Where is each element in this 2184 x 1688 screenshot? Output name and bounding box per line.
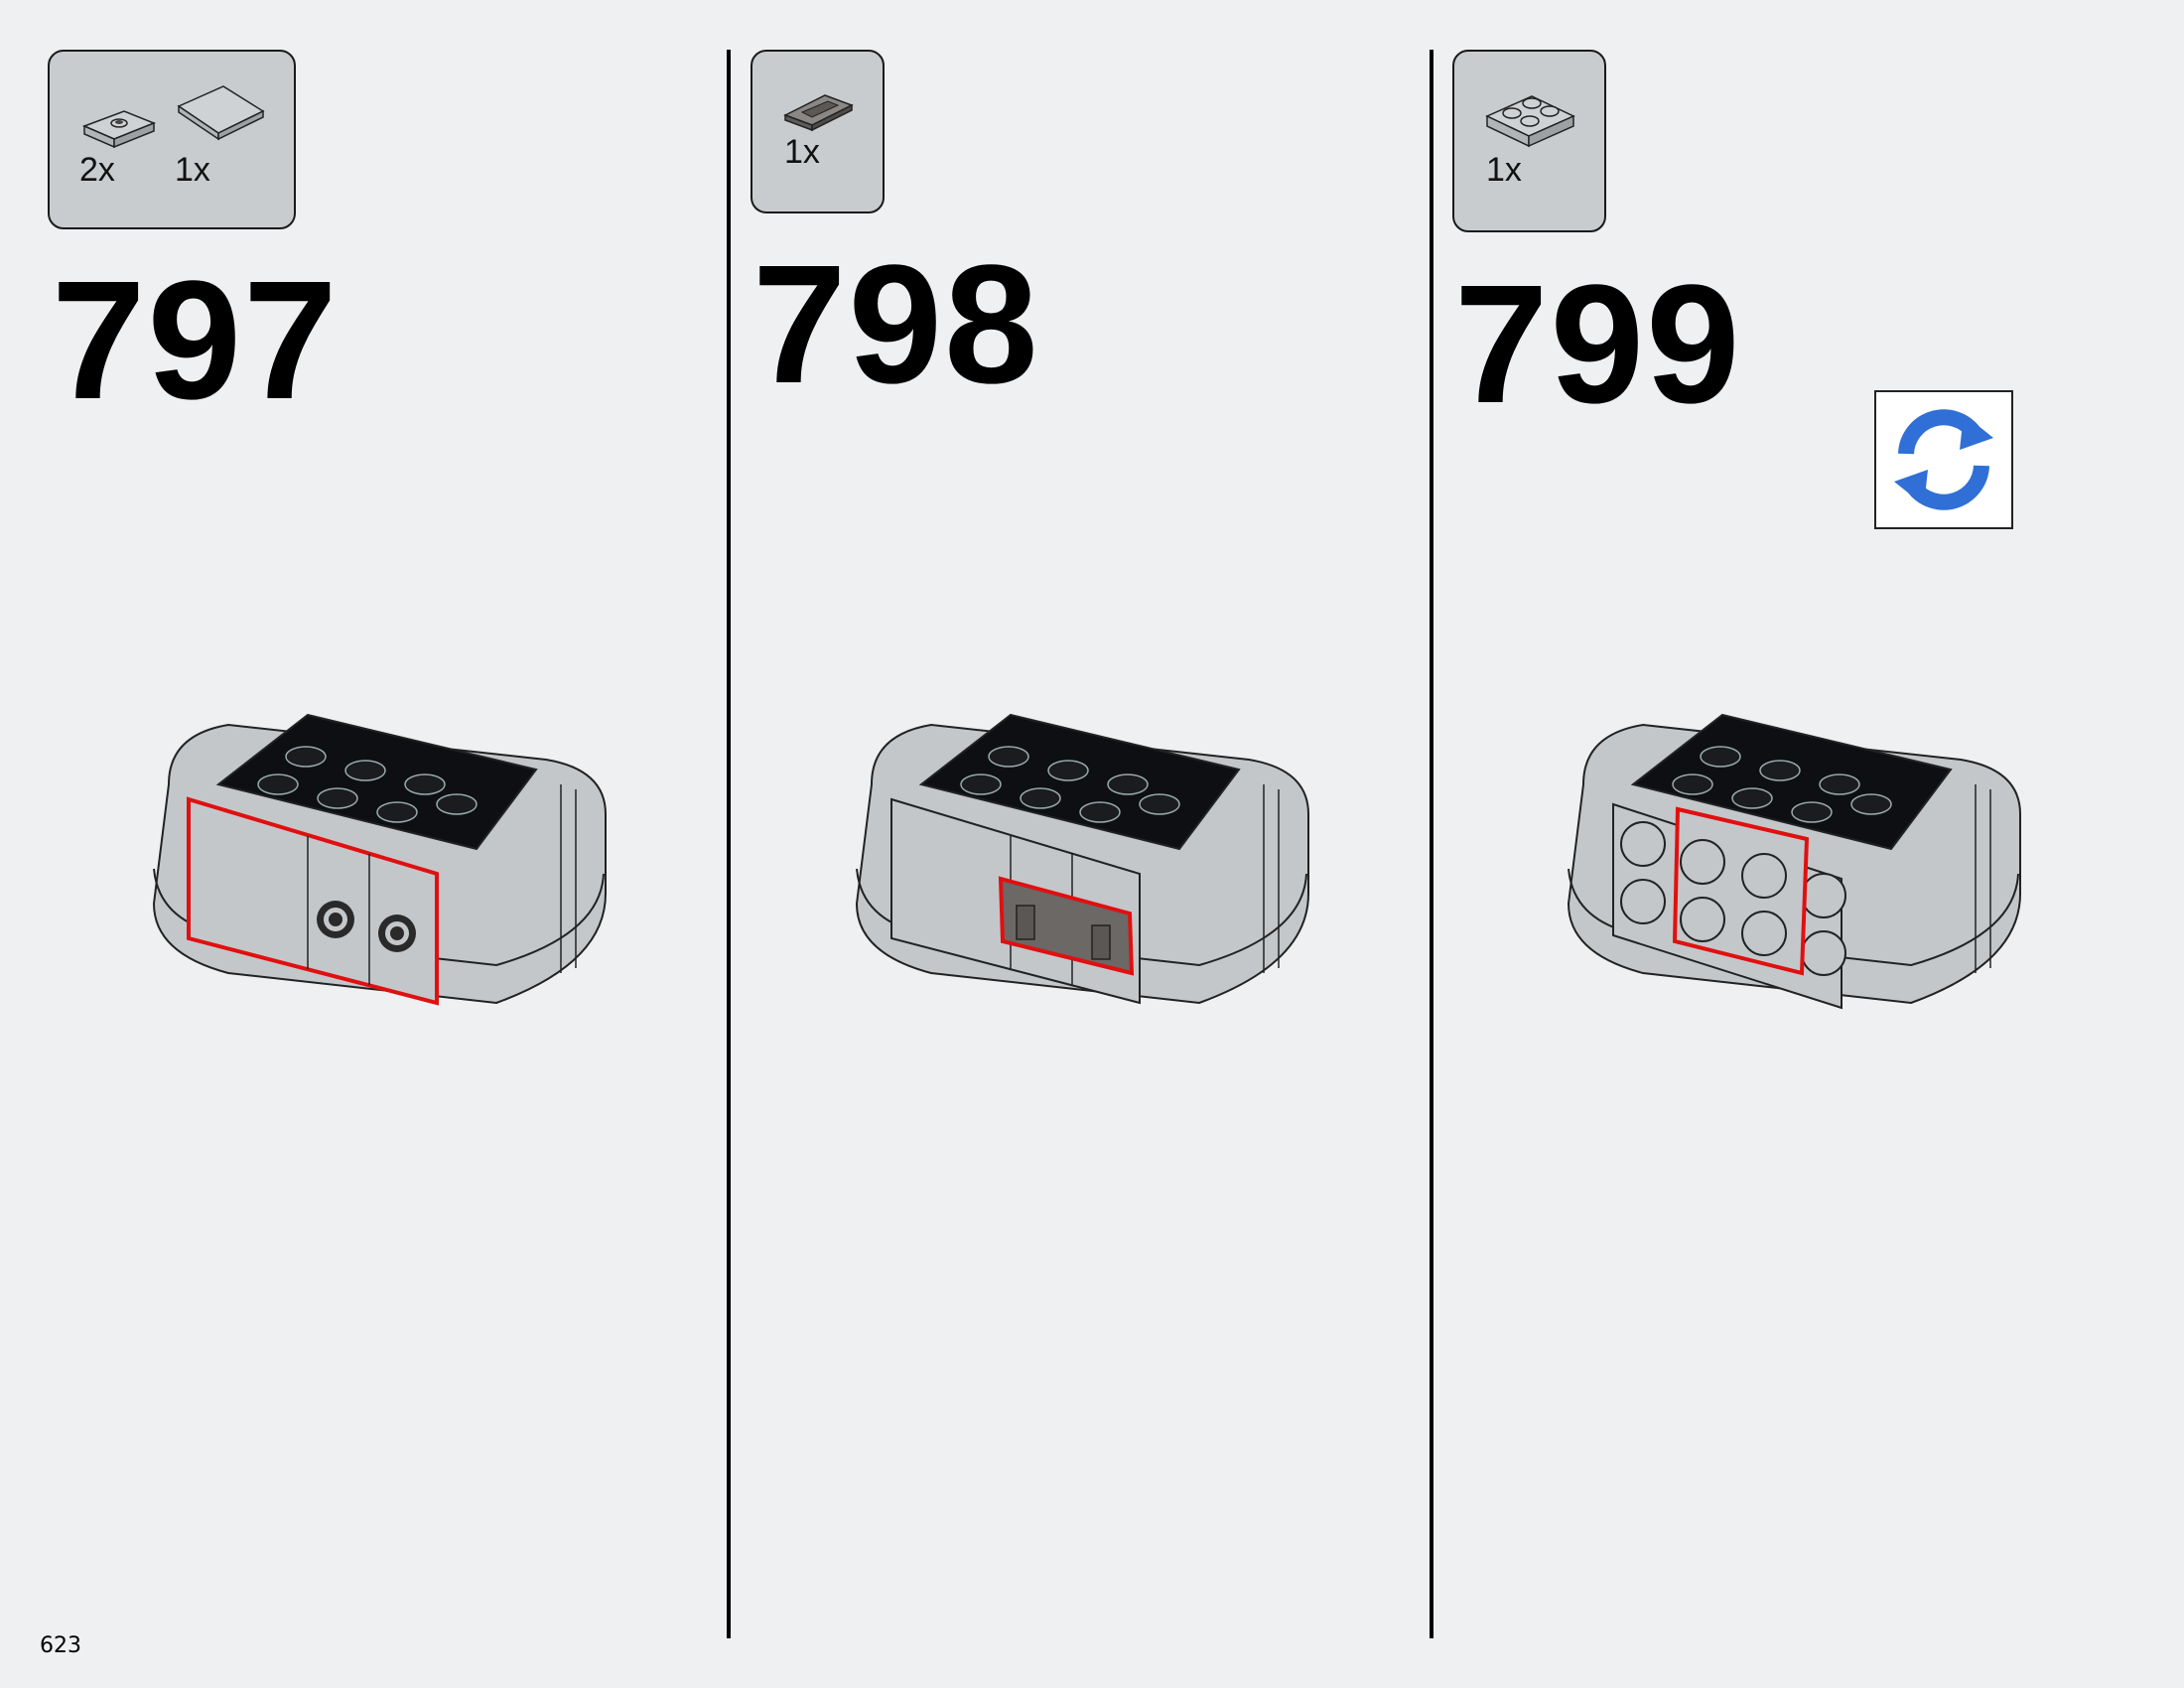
parts-callout: 1x [751, 50, 885, 213]
model-illustration [855, 713, 1309, 1005]
plate-1x2-jumper-icon [81, 110, 157, 149]
part-qty: 2x [79, 151, 115, 189]
part-qty: 1x [784, 133, 820, 171]
step-number: 798 [752, 230, 1040, 419]
column-divider-2 [1430, 50, 1433, 1638]
page-number: 623 [40, 1633, 81, 1658]
parts-callout: 2x 1x [48, 50, 296, 229]
step-number: 799 [1454, 250, 1742, 439]
tile-1x2-grille-dark-icon [783, 94, 854, 132]
parts-callout: 1x [1452, 50, 1606, 232]
model-illustration [1567, 713, 2021, 1010]
column-divider-1 [727, 50, 731, 1638]
part-qty: 1x [1486, 151, 1522, 189]
rotate-model-icon [1894, 409, 1993, 510]
tile-2x2-icon [177, 85, 265, 141]
step-number: 797 [52, 246, 340, 435]
model-illustration [152, 713, 607, 1006]
part-qty: 1x [175, 151, 210, 189]
plate-2x2-icon [1485, 95, 1575, 148]
rotate-model-callout [1874, 390, 2013, 529]
